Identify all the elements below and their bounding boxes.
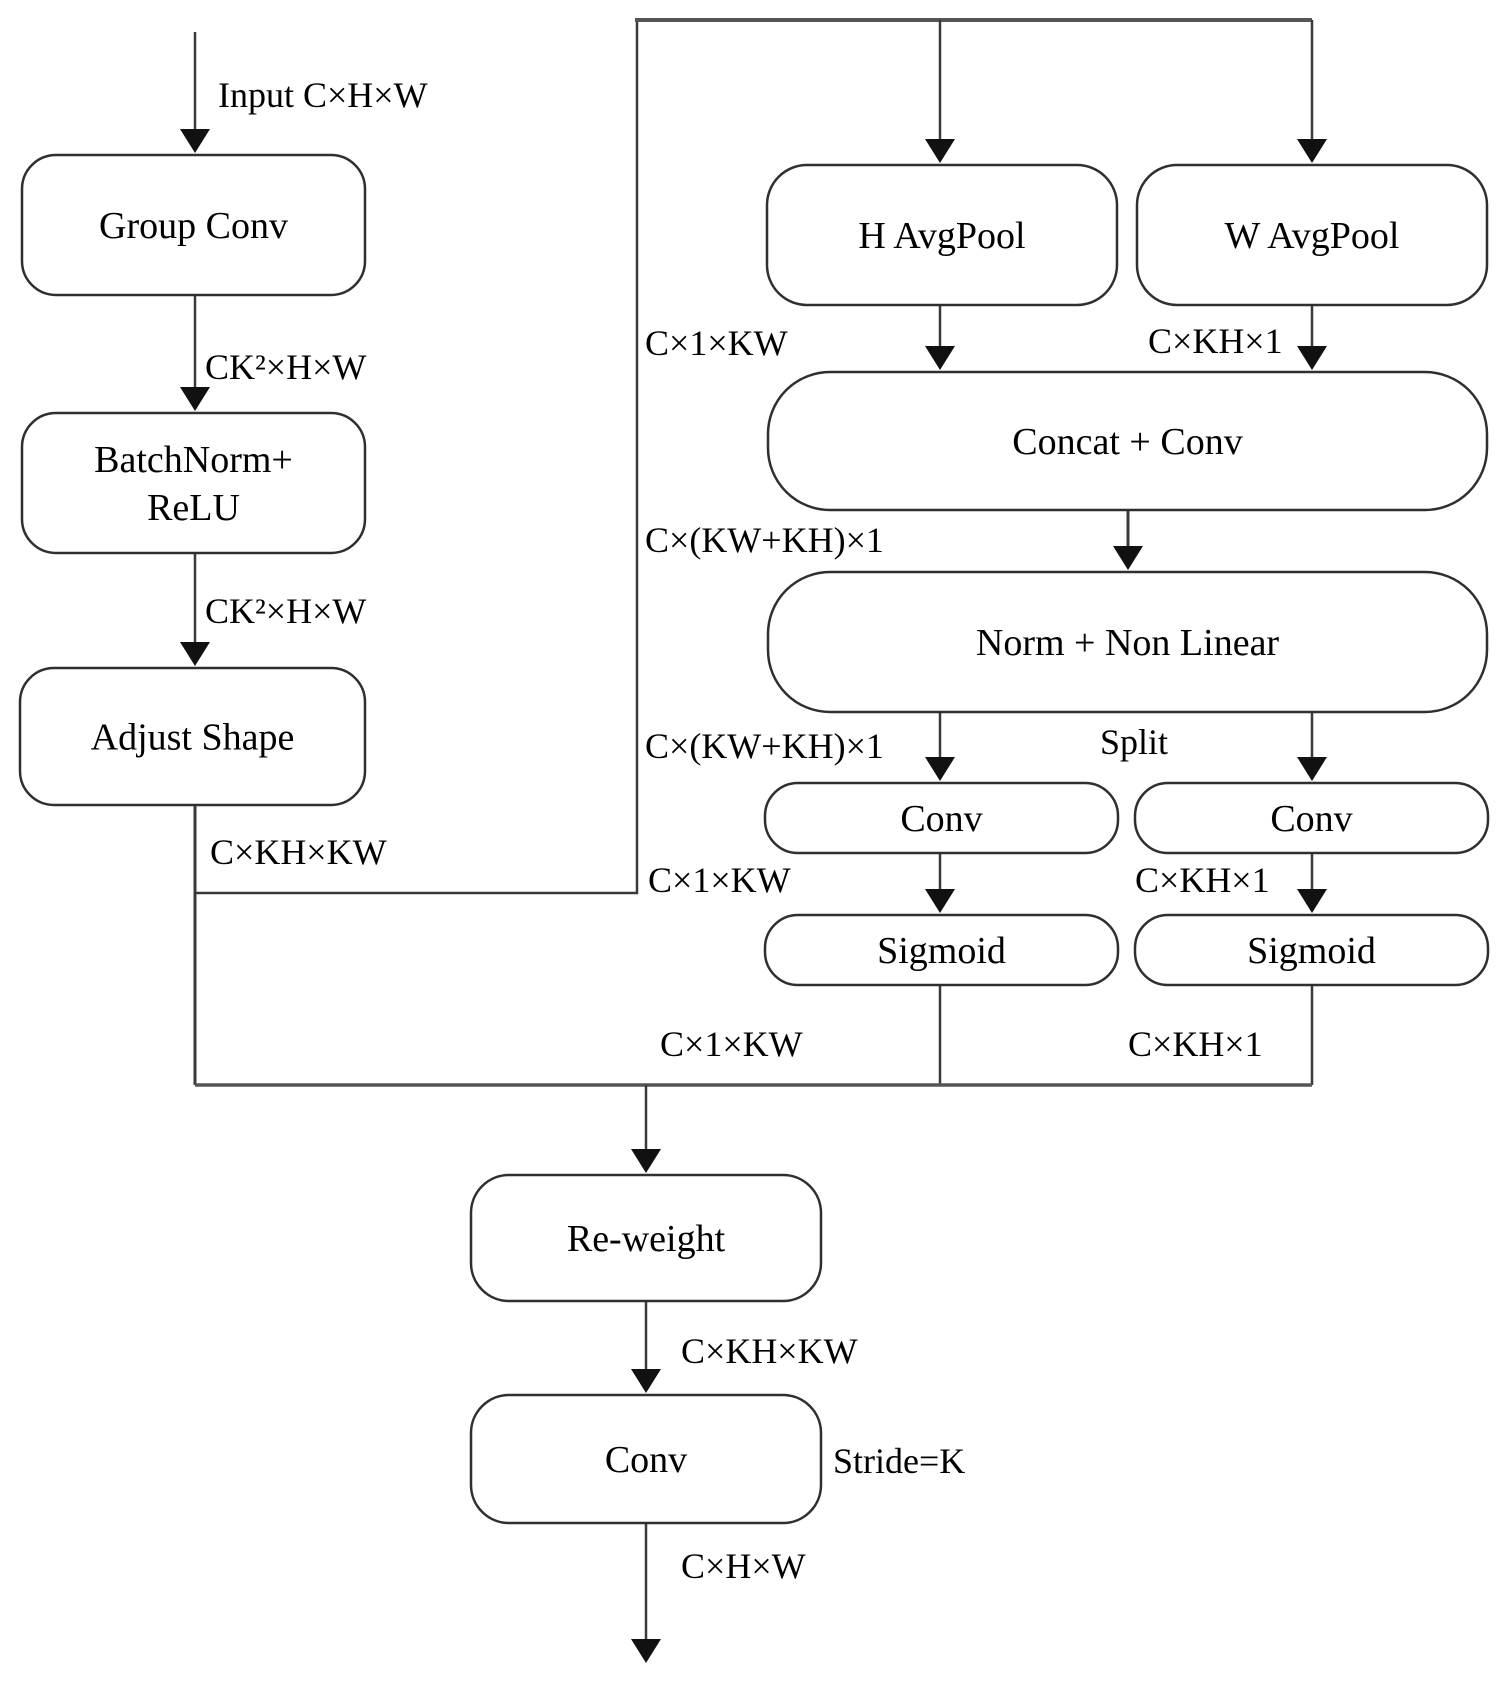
sigmoid-w-box <box>1133 913 1490 987</box>
batchnorm-to-adjust-arrowhead <box>180 642 210 666</box>
c-1-kw-mid: C×1×KW <box>648 860 791 900</box>
to-h-avgpool-arrowhead <box>925 139 955 163</box>
concat-conv-box <box>766 370 1489 512</box>
conv-w-label: Conv <box>1270 798 1352 840</box>
batchnorm-relu-label-line-1: ReLU <box>147 487 240 529</box>
conv-h-box <box>763 781 1120 855</box>
c-kh-1-mid: C×KH×1 <box>1135 860 1270 900</box>
norm-non-linear-box <box>766 570 1489 714</box>
input-arrow-arrowhead <box>180 129 210 153</box>
w-avgpool-box <box>1135 163 1489 307</box>
sigmoid-w-label: Sigmoid <box>1247 930 1376 972</box>
conv-to-sigmoid-w-arrowhead <box>1297 889 1327 913</box>
re-weight-box <box>469 1173 823 1303</box>
conv-to-sigmoid-h-arrowhead <box>925 889 955 913</box>
c-kh-kw-bottom: C×KH×KW <box>681 1331 858 1371</box>
ck2-h-w-2: CK²×H×W <box>205 591 366 631</box>
groupconv-to-batchnorm-arrowhead <box>180 387 210 411</box>
to-w-avgpool-arrowhead <box>1297 139 1327 163</box>
w-avgpool-label: W AvgPool <box>1225 215 1400 257</box>
adjust-shape-label: Adjust Shape <box>91 717 295 759</box>
split-label: Split <box>1100 722 1168 762</box>
norm-to-conv-w-arrowhead <box>1297 757 1327 781</box>
c-h-w-output: C×H×W <box>681 1546 806 1586</box>
stride-label: Stride=K <box>833 1441 965 1481</box>
ck2-h-w-1: CK²×H×W <box>205 347 366 387</box>
batchnorm-relu-label: BatchNorm+ ReLU <box>94 439 293 529</box>
re-weight-label: Re-weight <box>567 1218 726 1260</box>
group-conv-label: Group Conv <box>99 205 288 247</box>
conv-out-box <box>469 1393 823 1525</box>
adjust-shape-box <box>18 666 367 807</box>
batchnorm-relu-box <box>20 411 367 555</box>
merge-to-reweight-arrowhead <box>631 1149 661 1173</box>
norm-to-conv-h-arrowhead <box>925 757 955 781</box>
input-label: Input C×H×W <box>218 75 428 115</box>
c-1-kw-top: C×1×KW <box>645 323 788 363</box>
c-1-kw-bottom: C×1×KW <box>660 1024 803 1064</box>
norm-non-linear-label: Norm + Non Linear <box>976 622 1280 664</box>
h-avgpool-label: H AvgPool <box>858 215 1025 257</box>
conv-h-label: Conv <box>900 798 982 840</box>
wavgpool-to-concat-arrowhead <box>1297 346 1327 370</box>
concat-conv-label: Concat + Conv <box>1012 421 1242 463</box>
sigmoid-h-label: Sigmoid <box>877 930 1006 972</box>
h-avgpool-box <box>765 163 1119 307</box>
conv-to-output-arrowhead <box>631 1639 661 1663</box>
concat-to-norm-arrowhead <box>1113 546 1143 570</box>
conv-w-box <box>1133 781 1490 855</box>
c-kwkh-1-lower: C×(KW+KH)×1 <box>645 726 884 766</box>
c-kh-kw-left: C×KH×KW <box>210 832 387 872</box>
reweight-to-conv-arrowhead <box>631 1369 661 1393</box>
batchnorm-relu-label-line-0: BatchNorm+ <box>94 439 293 481</box>
conv-out-label: Conv <box>605 1439 687 1481</box>
sigmoid-h-box <box>763 913 1120 987</box>
c-kh-1-top: C×KH×1 <box>1148 321 1283 361</box>
edge-adjust-branch-up <box>195 20 639 895</box>
c-kwkh-1-upper: C×(KW+KH)×1 <box>645 520 884 560</box>
c-kh-1-bottom: C×KH×1 <box>1128 1024 1263 1064</box>
group-conv-box <box>20 153 367 297</box>
havgpool-to-concat-arrowhead <box>925 346 955 370</box>
